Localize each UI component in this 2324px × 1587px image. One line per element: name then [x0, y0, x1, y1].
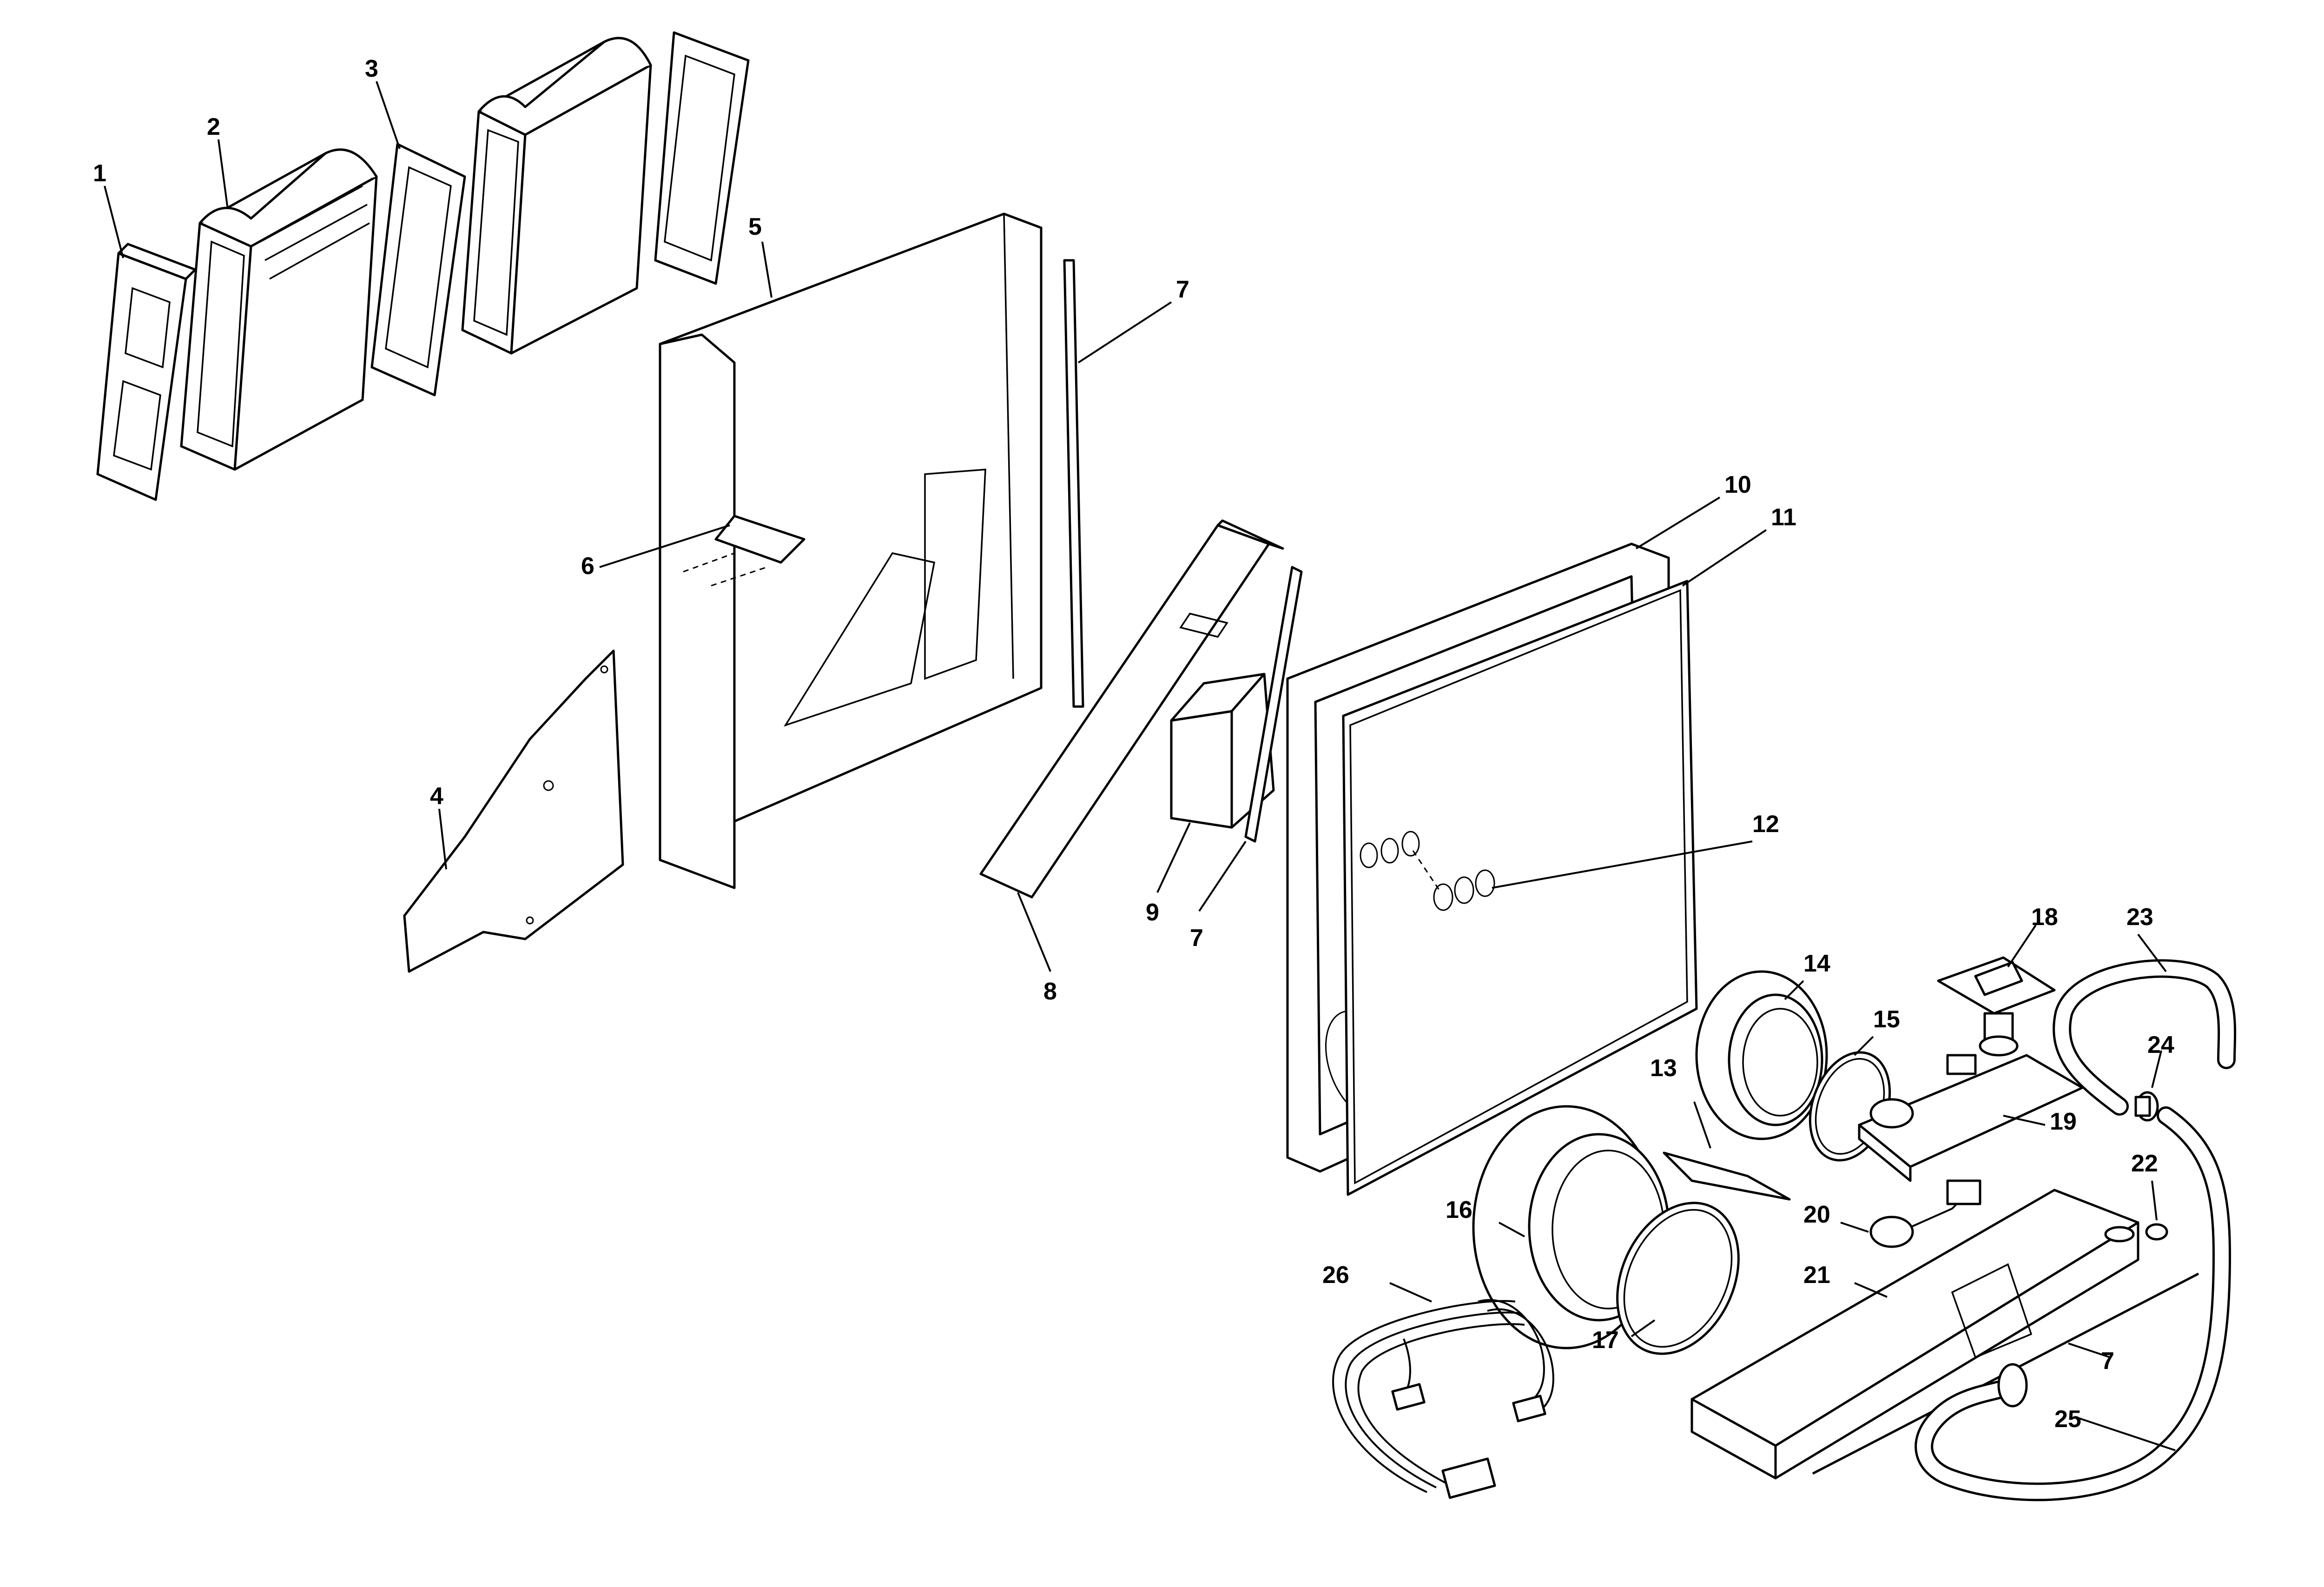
callout-4: 4: [430, 783, 443, 810]
part-21-drip-tray: [1690, 1189, 2139, 1480]
part-25-drain-hose: [1915, 1106, 2231, 1501]
callout-2: 2: [207, 113, 220, 140]
callout-17: 17: [1592, 1327, 1619, 1354]
callout-25: 25: [2054, 1406, 2081, 1433]
callout-8: 8: [1043, 978, 1057, 1005]
callout-5: 5: [748, 213, 762, 240]
callout-23: 23: [2126, 904, 2153, 931]
callout-19: 19: [2050, 1108, 2077, 1135]
callout-20: 20: [1803, 1201, 1830, 1228]
callout-24: 24: [2147, 1032, 2174, 1058]
callout-6: 6: [581, 553, 594, 580]
part-24-fitting: [2134, 1091, 2159, 1122]
callout-16: 16: [1446, 1197, 1472, 1223]
part-5-housing-panel: [659, 212, 1043, 889]
callout-12: 12: [1752, 811, 1779, 838]
part-3-filter-frame: [370, 143, 466, 397]
part-1-filter-frame: [96, 243, 197, 501]
callout-1: 1: [93, 160, 106, 187]
part-17-ring: [1616, 1202, 1740, 1355]
callout-18: 18: [2031, 904, 2058, 931]
part-20-float: [1869, 1179, 1981, 1248]
part-6-bracket: [683, 515, 805, 587]
callout-10: 10: [1724, 471, 1751, 498]
callout-7-lower: 7: [2101, 1348, 2114, 1375]
part-26-wiring-harness: [1332, 1299, 1554, 1499]
part-7-seal-strip-b: [1244, 566, 1303, 843]
filter-cassette-second: [461, 37, 652, 355]
part-22-ring: [2145, 1223, 2168, 1241]
part-23-hose: [2053, 959, 2237, 1116]
part-7-seal-strip-a: [1063, 259, 1084, 708]
callout-11: 11: [1771, 504, 1796, 531]
callout-26: 26: [1322, 1262, 1349, 1289]
callout-labels: 1 2 3 4 5 6 7 7 7 8 9 10 11 12 13 14 15 …: [93, 55, 2174, 1433]
part-12-o-rings: [1360, 831, 1495, 911]
callout-14: 14: [1803, 950, 1830, 977]
part-11-gasket: [1342, 580, 1698, 1196]
callout-7-upper: 7: [1176, 276, 1189, 303]
callout-13: 13: [1650, 1055, 1677, 1082]
callout-3: 3: [365, 55, 378, 82]
part-14-collar: [1695, 970, 1828, 1140]
callout-22: 22: [2131, 1150, 2158, 1177]
leader-lines: [104, 81, 2176, 1451]
part-4-side-plate: [403, 649, 624, 973]
filter-frame-top: [654, 31, 750, 285]
callout-7-middle: 7: [1190, 925, 1203, 952]
part-2-filter-cassette: [180, 148, 378, 471]
part-18-pump: [1937, 956, 2056, 1057]
callout-9: 9: [1146, 899, 1159, 926]
callout-15: 15: [1873, 1006, 1900, 1033]
part-19-control-board: [1858, 1054, 2084, 1182]
part-8-tray: [979, 519, 1284, 899]
callout-21: 21: [1803, 1262, 1830, 1289]
part-13-plate: [1663, 1151, 1791, 1201]
